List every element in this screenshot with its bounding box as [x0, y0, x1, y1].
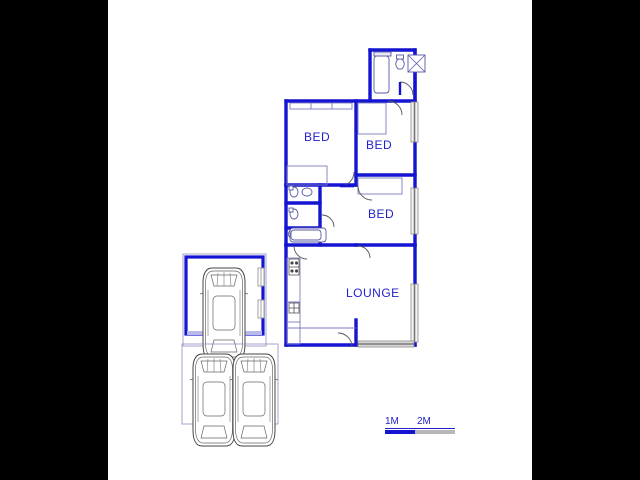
carport-block [181, 343, 279, 447]
room-label-bed-1: BED [304, 130, 331, 144]
floor-plan-drawing [181, 48, 426, 447]
scale-bar: 1M 2M [384, 416, 456, 442]
scale-tick-2m: 2M [417, 416, 431, 427]
scale-tick-labels: 1M 2M [384, 416, 456, 430]
basin-icon [301, 187, 313, 197]
bathtub-icon [373, 55, 390, 94]
room-label-bed-3: BED [368, 207, 395, 221]
scale-tick-1m: 1M [385, 416, 399, 427]
scale-underline [385, 428, 455, 429]
car-carport-left [189, 353, 239, 447]
house-walls [284, 48, 417, 347]
car-garage [199, 267, 249, 361]
door-swings [293, 81, 414, 348]
kitchen-appliances [288, 258, 300, 314]
interior-details [286, 102, 403, 345]
toilet-icon [395, 58, 405, 70]
floor-plan-page: BED BED BED LOUNGE 1M 2M [108, 0, 532, 480]
scale-segment-second [415, 430, 455, 434]
room-label-bed-2: BED [366, 138, 393, 152]
scale-segment-first [385, 430, 415, 434]
windows [357, 101, 419, 348]
room-label-lounge: LOUNGE [346, 286, 400, 300]
car-carport-right [229, 353, 279, 447]
plumbing-fixtures [287, 51, 426, 243]
garage-block [182, 253, 267, 361]
